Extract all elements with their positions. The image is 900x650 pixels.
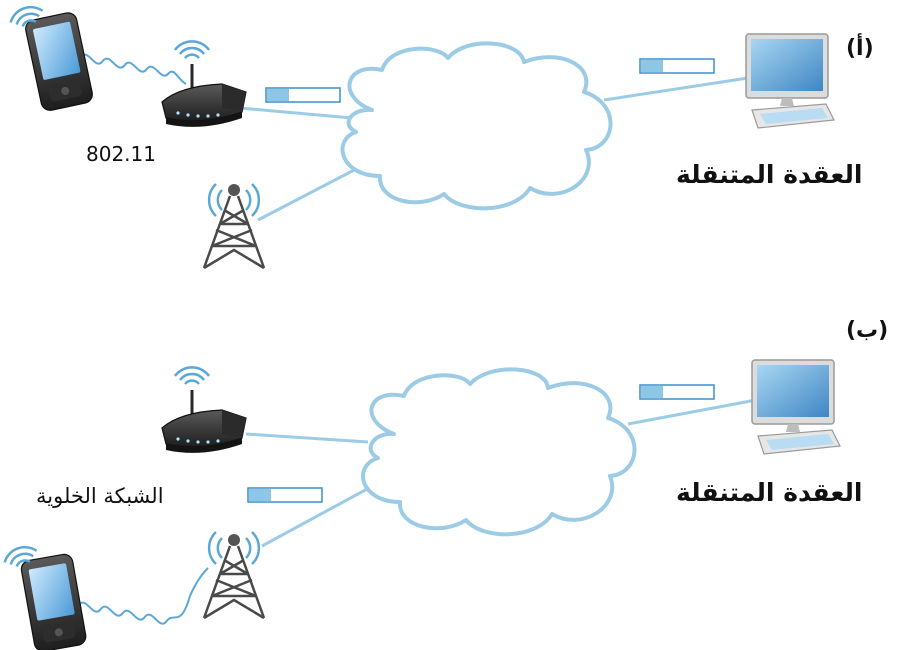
internet-cloud bbox=[340, 41, 613, 211]
router-signal-icon-b bbox=[173, 366, 211, 386]
computer-icon bbox=[745, 33, 835, 129]
link-tower-cloud bbox=[257, 166, 359, 222]
link-router-cloud-b bbox=[245, 432, 369, 444]
wireless-wave bbox=[79, 53, 187, 85]
panel-a bbox=[6, 1, 835, 270]
signal-bar-computer-b bbox=[639, 384, 715, 400]
mobile-node-label-b: العقدة المتنقلة bbox=[676, 478, 863, 507]
computer-icon-b bbox=[751, 359, 841, 455]
wireless-wave-b bbox=[77, 567, 209, 625]
link-cloud-computer bbox=[603, 76, 749, 102]
tower-signal-icon bbox=[207, 183, 261, 217]
mobile-phone-icon bbox=[23, 10, 95, 113]
panel-a-label: (أ) bbox=[846, 36, 874, 61]
router-icon-b bbox=[160, 388, 248, 455]
link-router-cloud bbox=[239, 106, 353, 120]
router-signal-icon bbox=[173, 40, 211, 60]
cell-tower-icon bbox=[202, 182, 266, 270]
mobile-phone-icon-b bbox=[19, 552, 88, 650]
cell-tower-icon-b bbox=[202, 532, 266, 620]
tower-signal-icon-b bbox=[207, 531, 261, 565]
link-tower-cloud-b bbox=[261, 480, 381, 548]
panel-b-label: (ب) bbox=[846, 318, 889, 343]
internet-cloud-b bbox=[361, 367, 637, 537]
signal-bar-computer bbox=[639, 58, 715, 74]
wifi-standard-label: 802.11 bbox=[86, 142, 156, 166]
cellular-network-label: الشبكة الخلوية bbox=[36, 484, 164, 508]
panel-b bbox=[0, 359, 841, 650]
signal-bar-tower bbox=[247, 487, 323, 503]
mobile-node-label: العقدة المتنقلة bbox=[676, 160, 863, 189]
link-cloud-computer-b bbox=[627, 398, 757, 426]
signal-bar-router bbox=[265, 87, 341, 103]
